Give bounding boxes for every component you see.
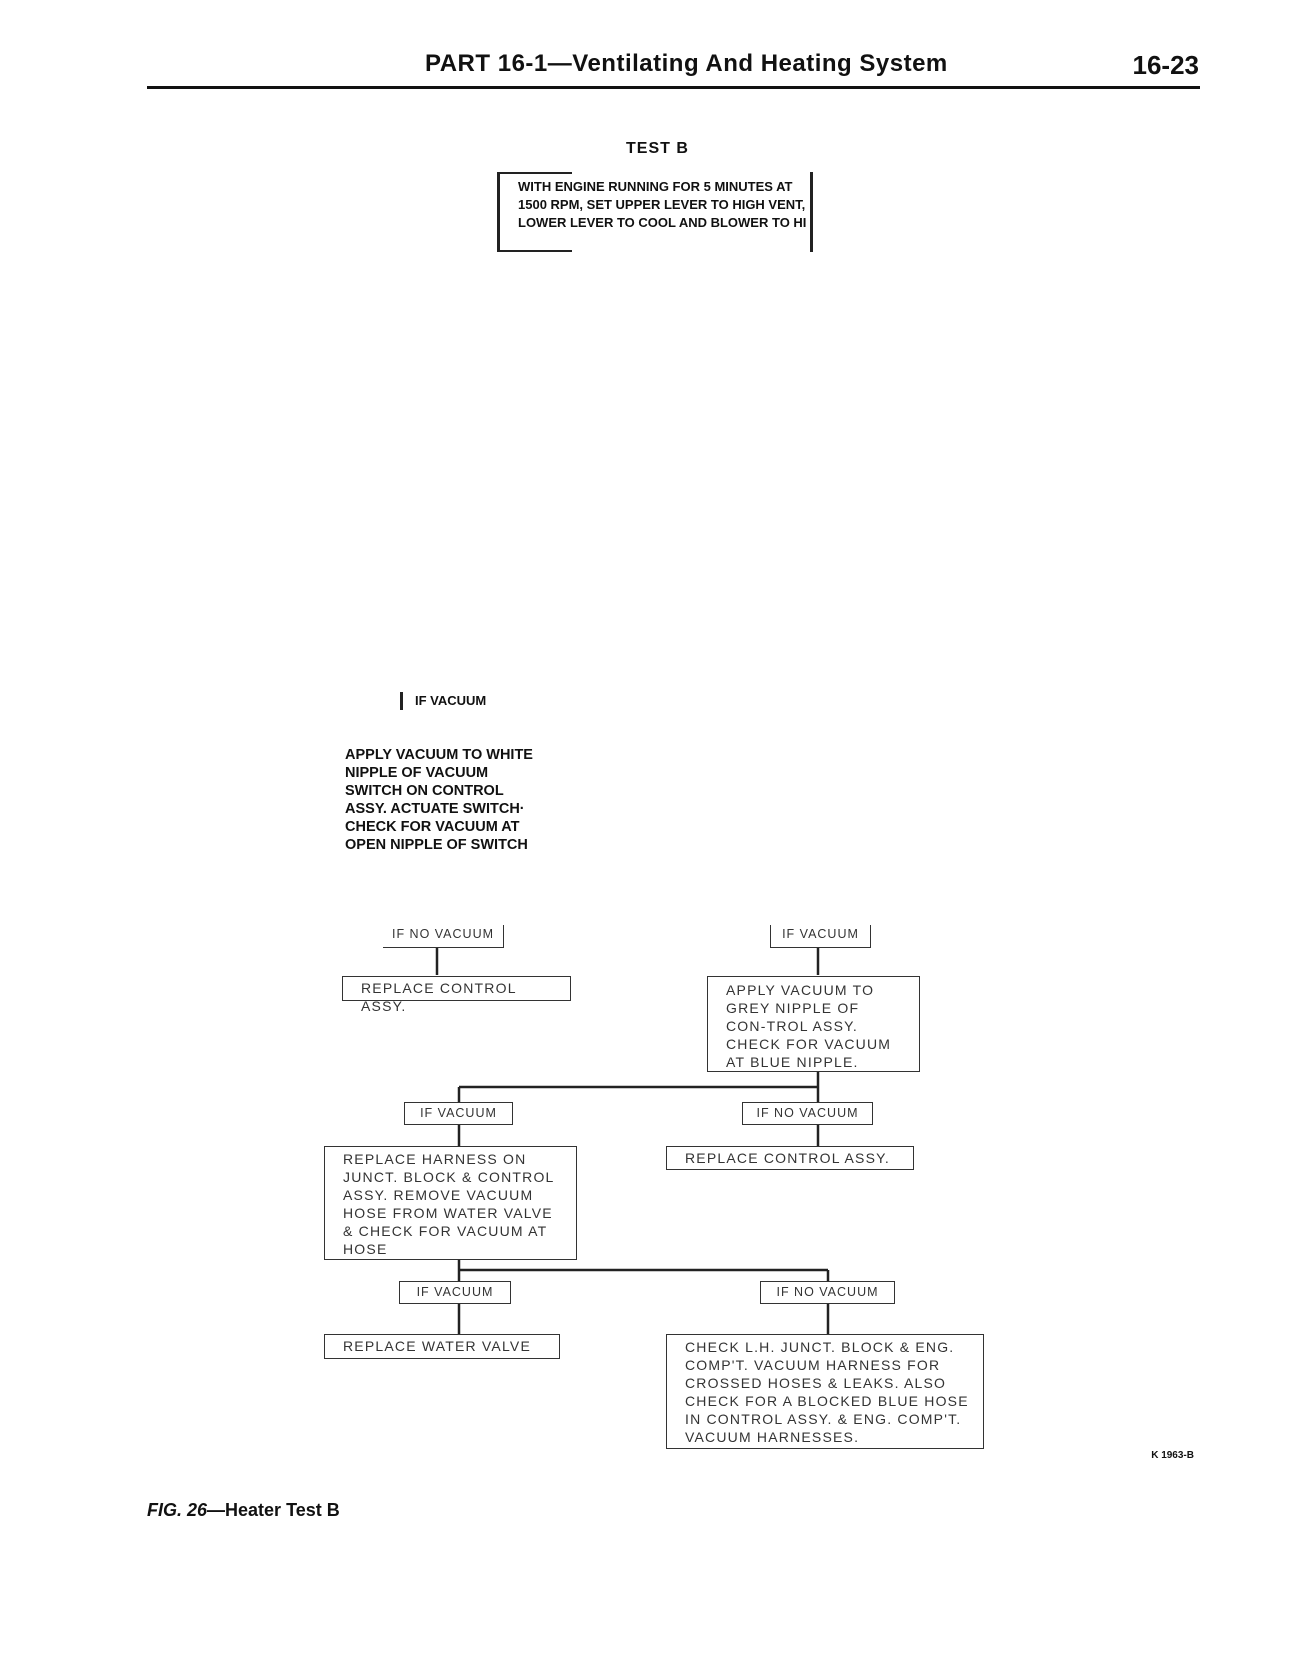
- figure-title: —Heater Test B: [207, 1500, 340, 1520]
- if-no-vacuum-label-3: IF NO VACUUM: [760, 1281, 895, 1304]
- if-vacuum-label-2: IF VACUUM: [404, 1102, 513, 1125]
- if-vacuum-label-3: IF VACUUM: [399, 1281, 511, 1304]
- apply-grey-nipple-box: APPLY VACUUM TO GREY NIPPLE OF CON-TROL …: [707, 976, 920, 1072]
- figure-number: FIG. 26: [147, 1500, 208, 1520]
- apply-white-nipple-step: APPLY VACUUM TO WHITE NIPPLE OF VACUUM S…: [345, 747, 533, 853]
- section-title: —Ventilating And Heating System: [547, 50, 948, 77]
- page-number: 16-23: [1132, 50, 1200, 80]
- page-header-title: PART 16-1—Ventilating And Heating System: [425, 50, 948, 78]
- intro-text: WITH ENGINE RUNNING FOR 5 MINUTES AT 150…: [518, 179, 807, 230]
- replace-water-valve-box: REPLACE WATER VALVE: [324, 1334, 560, 1359]
- replace-harness-box: REPLACE HARNESS ON JUNCT. BLOCK & CONTRO…: [324, 1146, 577, 1260]
- check-lh-junction-box: CHECK L.H. JUNCT. BLOCK & ENG. COMP'T. V…: [666, 1334, 984, 1449]
- part-number: PART 16-1: [425, 50, 548, 77]
- test-label: TEST B: [626, 140, 689, 157]
- replace-control-assy-box-2: REPLACE CONTROL ASSY.: [666, 1146, 914, 1170]
- if-no-vacuum-label-2: IF NO VACUUM: [742, 1102, 873, 1125]
- header-rule: [147, 86, 1200, 89]
- figure-reference-code: K 1963-B: [1151, 1450, 1194, 1461]
- if-vacuum-label-1: IF VACUUM: [770, 925, 871, 948]
- replace-control-assy-box-1: REPLACE CONTROL ASSY.: [342, 976, 571, 1014]
- intro-box: WITH ENGINE RUNNING FOR 5 MINUTES AT 150…: [497, 172, 813, 252]
- if-no-vacuum-label-1: IF NO VACUUM: [383, 925, 504, 948]
- if-vacuum-top-label: IF VACUUM: [400, 692, 486, 710]
- figure-caption: FIG. 26—Heater Test B: [147, 1500, 340, 1521]
